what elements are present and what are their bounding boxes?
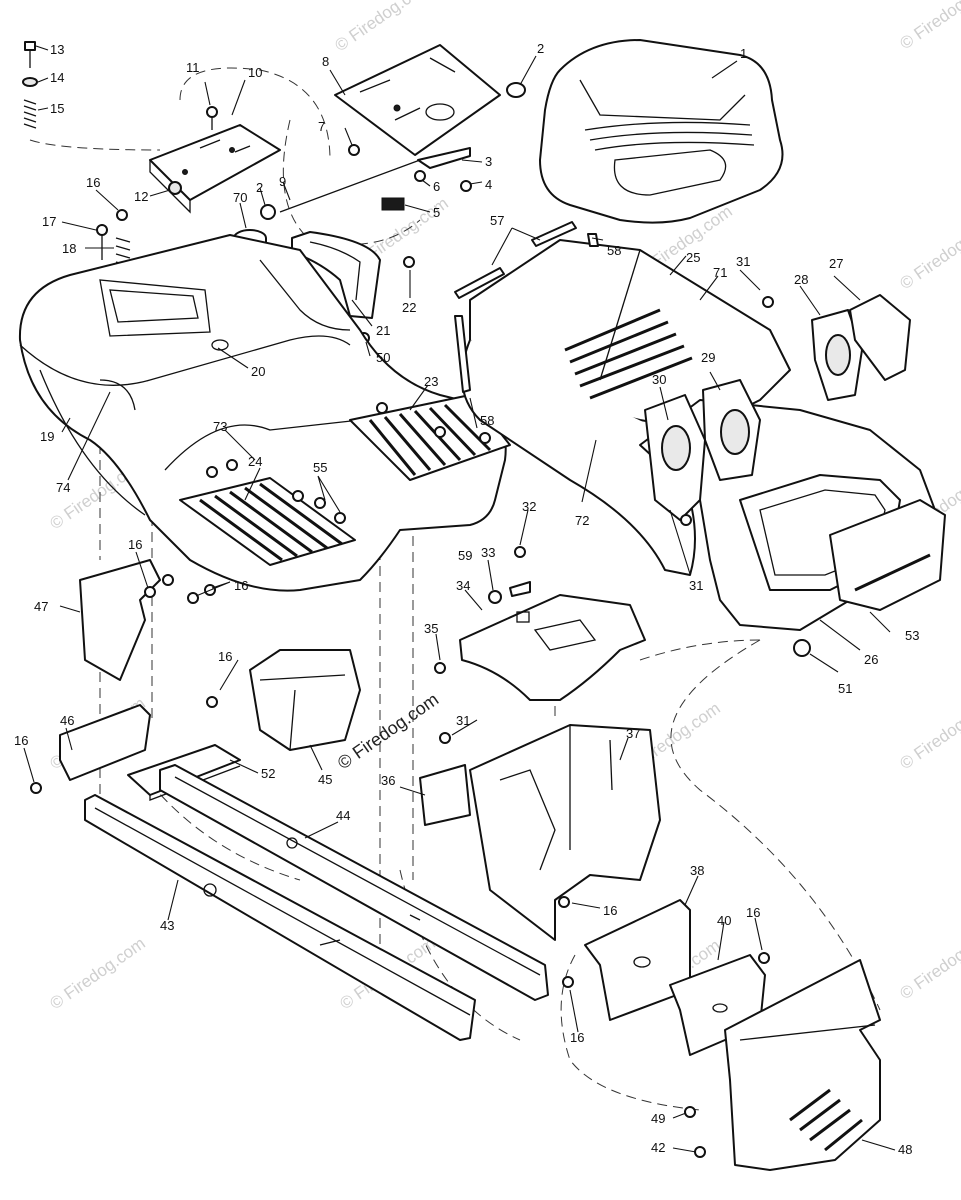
callout-2: 2 [256,180,263,195]
callout-10: 10 [248,65,262,80]
callout-43: 43 [160,918,174,933]
callout-22: 22 [402,300,416,315]
callout-35: 35 [424,621,438,636]
callout-6: 6 [433,179,440,194]
leader-lines [23,45,896,1153]
callout-37: 37 [626,726,640,741]
callout-58: 58 [607,243,621,258]
callout-23: 23 [424,374,438,389]
callout-17: 17 [42,214,56,229]
callout-4: 4 [485,177,492,192]
callout-74: 74 [56,480,70,495]
callout-28: 28 [794,272,808,287]
bracket-plate [149,124,281,214]
callout-73: 73 [213,419,227,434]
callout-16: 16 [218,649,232,664]
callout-51: 51 [838,681,852,696]
dash-tower [439,724,661,941]
callout-27: 27 [829,256,843,271]
callout-52: 52 [261,766,275,781]
callout-48: 48 [898,1142,912,1157]
callout-24: 24 [248,454,262,469]
callout-15: 15 [50,101,64,116]
callout-3: 3 [485,154,492,169]
watermark: © Firedog.com [46,934,148,1014]
small-hardware [96,82,526,344]
callout-8: 8 [322,54,329,69]
callout-29: 29 [701,350,715,365]
callout-44: 44 [336,808,350,823]
callout-42: 42 [651,1140,665,1155]
watermark: © Firedog.com [896,694,961,774]
watermark: © Firedog.com [896,924,961,1004]
mounting-plates [558,896,770,1056]
callout-45: 45 [318,772,332,787]
callout-50: 50 [376,350,390,365]
callout-20: 20 [251,364,265,379]
hood [461,239,791,576]
callout-19: 19 [40,429,54,444]
callout-11: 11 [186,60,200,75]
callout-46: 46 [60,713,74,728]
decal-plate [419,764,471,826]
seat-plate [334,44,501,156]
battery-box [249,649,361,751]
callout-40: 40 [717,913,731,928]
rear-bracket [30,696,218,794]
callout-13: 13 [50,42,64,57]
callout-labels: 13 14 15 11 10 8 2 1 7 3 4 6 5 2 9 12 16… [14,41,919,1157]
callout-16: 16 [570,1030,584,1045]
callout-18: 18 [62,241,76,256]
footrest-mats [179,394,511,566]
callout-21: 21 [376,323,390,338]
callout-53: 53 [905,628,919,643]
callout-36: 36 [381,773,395,788]
watermark: © Firedog.com [896,214,961,294]
callout-58: 58 [480,413,494,428]
callout-38: 38 [690,863,704,878]
callout-31: 31 [689,578,703,593]
callout-5: 5 [433,205,440,220]
left-bracket [79,559,216,681]
callout-31: 31 [456,713,470,728]
callout-70: 70 [233,190,247,205]
watermark: © Firedog.com [896,0,961,53]
callout-25: 25 [686,250,700,265]
frame-rails [84,764,549,1041]
callout-49: 49 [651,1111,665,1126]
callout-34: 34 [456,578,470,593]
callout-59: 59 [458,548,472,563]
callout-26: 26 [864,652,878,667]
bolt-washer-spring [22,41,38,129]
callout-7: 7 [318,119,325,134]
callout-33: 33 [481,545,495,560]
callout-32: 32 [522,499,536,514]
callout-72: 72 [575,513,589,528]
front-grille-assembly [639,294,946,657]
rear-guard [684,959,881,1171]
callout-30: 30 [652,372,666,387]
callout-16: 16 [746,905,760,920]
callout-9: 9 [279,174,286,189]
callout-31: 31 [736,254,750,269]
hood-trim-strips [454,221,599,393]
callout-16: 16 [234,578,248,593]
dash-panel [434,546,646,701]
callout-71: 71 [713,265,727,280]
callout-57: 57 [490,213,504,228]
callout-16: 16 [14,733,28,748]
callout-47: 47 [34,599,48,614]
callout-16: 16 [128,537,142,552]
callout-14: 14 [50,70,64,85]
callout-2: 2 [537,41,544,56]
callout-12: 12 [134,189,148,204]
callout-16: 16 [603,903,617,918]
seat [539,39,784,224]
callout-1: 1 [740,46,747,61]
watermark: © Firedog.com [331,0,433,55]
callout-16: 16 [86,175,100,190]
callout-55: 55 [313,460,327,475]
